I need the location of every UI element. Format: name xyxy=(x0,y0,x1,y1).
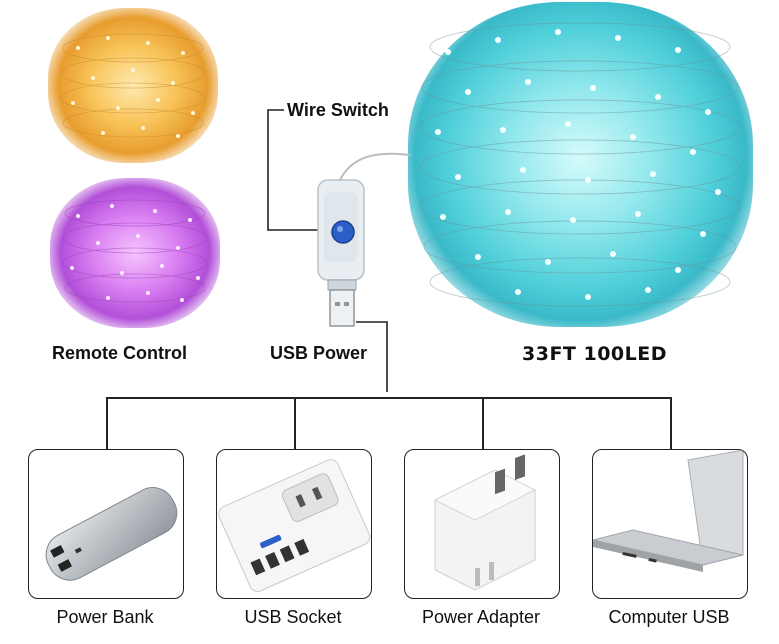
usb-socket-icon xyxy=(218,459,371,592)
power-adapter-icon xyxy=(433,454,537,591)
usb-socket-caption: USB Socket xyxy=(244,607,342,627)
switch-button-icon xyxy=(331,220,355,244)
purple-light-coil-image xyxy=(50,178,220,328)
power-bank-icon xyxy=(45,487,178,581)
computer-usb-caption: Computer USB xyxy=(608,607,730,627)
remote-control-label: Remote Control xyxy=(52,343,187,363)
power-adapter-box xyxy=(404,449,560,599)
distribution-line-horizontal xyxy=(106,397,671,399)
computer-usb-box xyxy=(592,449,748,599)
warm-light-sparkles-icon xyxy=(60,33,206,138)
cyan-light-coil-image xyxy=(408,2,753,327)
laptop-icon xyxy=(593,450,744,572)
usb-socket-box xyxy=(216,449,372,599)
distribution-line-drop-1 xyxy=(106,397,108,449)
warm-light-coil-image xyxy=(48,8,218,163)
purple-light-sparkles-icon xyxy=(62,199,208,303)
cyan-light-sparkles-icon xyxy=(419,22,741,307)
distribution-line-drop-4 xyxy=(670,397,672,449)
wire-switch-label: Wire Switch xyxy=(287,100,389,120)
power-bank-box xyxy=(28,449,184,599)
power-adapter-caption: Power Adapter xyxy=(421,607,541,627)
usb-plug-icon xyxy=(329,289,355,327)
usb-controller-diagram xyxy=(267,109,411,392)
distribution-line-drop-2 xyxy=(294,397,296,449)
power-bank-caption: Power Bank xyxy=(56,607,154,627)
usb-power-label: USB Power xyxy=(270,343,368,363)
distribution-line-drop-3 xyxy=(482,397,484,449)
spec-label: 33FT 100LED xyxy=(522,343,668,365)
